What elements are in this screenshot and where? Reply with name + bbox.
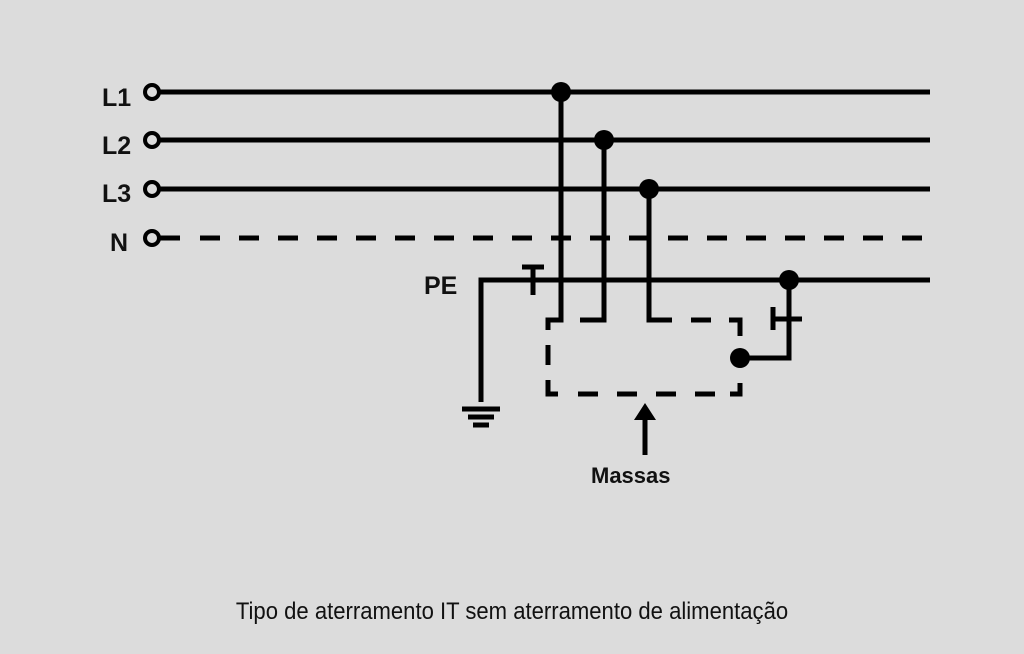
junction-l3-icon: [639, 179, 659, 199]
pe-isolation-symbol-icon: [522, 264, 544, 295]
drop-l2: [580, 140, 607, 323]
label-n: N: [110, 229, 128, 257]
drop-l1: [545, 92, 564, 330]
drop-l3: [646, 189, 672, 323]
diagram-caption: Tipo de aterramento IT sem aterramento d…: [235, 598, 789, 625]
label-pe: PE: [424, 272, 457, 300]
junction-l1-icon: [551, 82, 571, 102]
terminal-l1-icon: [143, 83, 161, 101]
terminal-l2-icon: [143, 131, 161, 149]
masses-arrow-icon: [634, 403, 656, 455]
label-masses: Massas: [591, 463, 671, 488]
junction-l2-icon: [594, 130, 614, 150]
label-l3: L3: [102, 180, 131, 208]
ground-icon: [462, 406, 500, 428]
label-l1: L1: [102, 84, 131, 112]
masses-box: [545, 317, 743, 397]
label-l2: L2: [102, 132, 131, 160]
terminal-n-icon: [143, 229, 161, 247]
pe-to-mass-link: [740, 280, 802, 361]
terminal-l3-icon: [143, 180, 161, 198]
